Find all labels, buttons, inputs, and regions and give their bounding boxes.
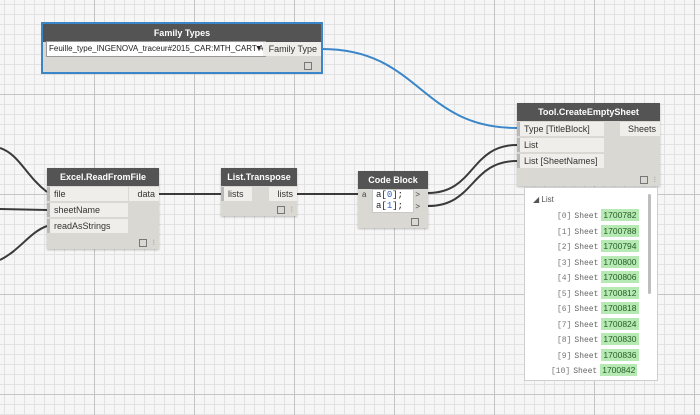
item-value: 1700824 [601,317,639,330]
excel-read-node[interactable]: Excel.ReadFromFile file sheetName readAs… [47,168,159,249]
code-line: a[0]; [376,190,404,200]
watch-scrollbar[interactable] [648,194,651,294]
more-icon[interactable]: ⁝ [290,205,293,214]
item-value: 1700794 [601,240,639,252]
wire-left-1[interactable] [0,147,48,193]
code-block-node[interactable]: Code Block a a[0]; a[1]; > > [358,171,428,228]
preview-toggle-icon[interactable] [277,205,286,214]
wire-code-to-numbers[interactable] [427,144,518,194]
item-value: 1700818 [601,302,639,314]
input-port-lists[interactable]: lists [221,187,252,201]
output-port-2[interactable]: > [415,202,420,211]
node-title[interactable]: List.Transpose [221,168,297,186]
output-port[interactable]: Family Type [263,42,321,56]
code-editor[interactable]: a[0]; a[1]; [372,189,414,213]
node-footer [304,61,317,70]
item-value: 1700806 [601,271,639,283]
collapse-icon[interactable]: ◢ [533,195,540,204]
item-value: 1700800 [601,255,639,268]
input-port-sheet-name[interactable]: sheetName [47,203,128,217]
wire-family-to-sheet[interactable] [321,48,518,129]
node-title[interactable]: Code Block [358,171,428,189]
input-port-file[interactable]: file [47,187,128,201]
wire-left-2[interactable] [0,208,48,211]
output-port-data[interactable]: data [129,187,159,201]
node-title[interactable]: Family Types [43,24,321,42]
output-port-sheets[interactable]: Sheets [620,122,660,136]
watch-root[interactable]: ◢ List [533,195,554,204]
node-title[interactable]: Excel.ReadFromFile [47,168,159,186]
output-port-1[interactable]: > [415,190,420,199]
wire-left-3[interactable] [0,225,48,261]
item-value: 1700788 [601,224,639,237]
item-value: 1700812 [601,286,639,299]
more-icon[interactable]: ⁝ [653,175,656,184]
node-footer: ⁝ [277,205,293,214]
family-type-dropdown[interactable]: Feuille_type_INGENOVA_traceur#2015_CAR:M… [46,41,266,57]
item-value: 1700836 [601,348,639,361]
node-footer: ⁝ [640,175,656,184]
preview-toggle-icon[interactable] [304,61,312,70]
wire-code-to-names[interactable] [427,160,518,207]
output-port-lists[interactable]: lists [269,187,297,201]
family-types-node[interactable]: Family Types Feuille_type_INGENOVA_trace… [41,22,323,74]
item-value: 1700830 [601,333,639,345]
input-port-sheet-names[interactable]: List [SheetNames] [517,154,604,168]
input-port-type[interactable]: Type [TitleBlock] [517,122,604,136]
dropdown-value: Feuille_type_INGENOVA_traceur#2015_CAR:M… [49,44,266,53]
preview-toggle-icon[interactable] [139,238,148,247]
preview-toggle-icon[interactable] [640,175,649,184]
node-title[interactable]: Tool.CreateEmptySheet [517,103,660,121]
code-line: a[1]; [376,201,404,211]
input-port-a[interactable]: a [362,190,367,199]
list-transpose-node[interactable]: List.Transpose lists lists ⁝ [221,168,297,216]
create-empty-sheet-node[interactable]: Tool.CreateEmptySheet Type [TitleBlock] … [517,103,660,186]
more-icon[interactable]: ⁝ [152,238,155,247]
node-footer: ⁝ [139,238,155,247]
node-footer [411,217,424,226]
preview-toggle-icon[interactable] [411,217,419,226]
item-value: 1700782 [601,209,639,221]
item-value: 1700842 [600,364,638,376]
chevron-down-icon: ▼ [255,45,262,52]
input-port-sheet-numbers[interactable]: List [SheetNumbers] [517,138,604,164]
input-port-read-as-strings[interactable]: readAsStrings [47,219,128,233]
